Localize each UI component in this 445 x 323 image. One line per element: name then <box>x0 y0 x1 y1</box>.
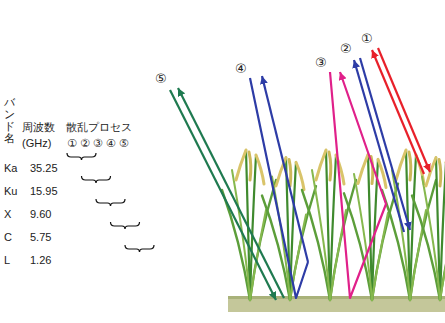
callout-number: ⑤ <box>155 72 167 85</box>
band-name: Ku <box>4 185 17 198</box>
band-name: L <box>4 254 10 267</box>
band-name-heading: バンド名 <box>4 96 15 144</box>
bracket <box>96 199 125 206</box>
bracket <box>67 153 96 160</box>
frequency-value: 35.25 <box>30 162 58 175</box>
scattering-arrows <box>170 48 430 300</box>
rice-plant <box>412 158 445 301</box>
band-name: X <box>4 208 11 221</box>
process-number-header: ① ② ③ ④ ⑤ <box>67 137 129 150</box>
scatter-arrow <box>250 78 308 298</box>
rice-plant <box>222 150 276 300</box>
frequency-unit: (GHz) <box>22 137 51 150</box>
frequency-value: 9.60 <box>30 208 51 221</box>
scatter-arrow <box>378 48 430 172</box>
scatter-arrow <box>178 88 284 298</box>
paddy-ground-edge <box>228 296 445 299</box>
frequency-value: 15.95 <box>30 185 58 198</box>
process-brackets <box>67 153 154 252</box>
scatter-arrow <box>262 76 308 262</box>
rice-plant <box>344 155 398 301</box>
bracket <box>125 245 154 252</box>
scatter-arrow <box>372 50 424 174</box>
paddy-ground <box>228 298 445 312</box>
callout-number: ③ <box>315 56 327 69</box>
band-name: Ka <box>4 162 17 175</box>
callout-number: ② <box>340 42 352 55</box>
frequency-value: 5.75 <box>30 231 51 244</box>
callout-number: ④ <box>235 62 247 75</box>
scatter-arrow <box>330 72 386 298</box>
rice-plants <box>222 150 445 300</box>
scattering-process-heading: 散乱プロセス <box>66 121 132 134</box>
band-name: C <box>4 231 12 244</box>
callout-number: ① <box>361 32 373 45</box>
bracket <box>111 222 140 229</box>
scatter-arrow <box>354 60 404 232</box>
bracket <box>82 176 111 183</box>
frequency-heading: 周波数 <box>22 121 55 134</box>
frequency-value: 1.26 <box>30 254 51 267</box>
